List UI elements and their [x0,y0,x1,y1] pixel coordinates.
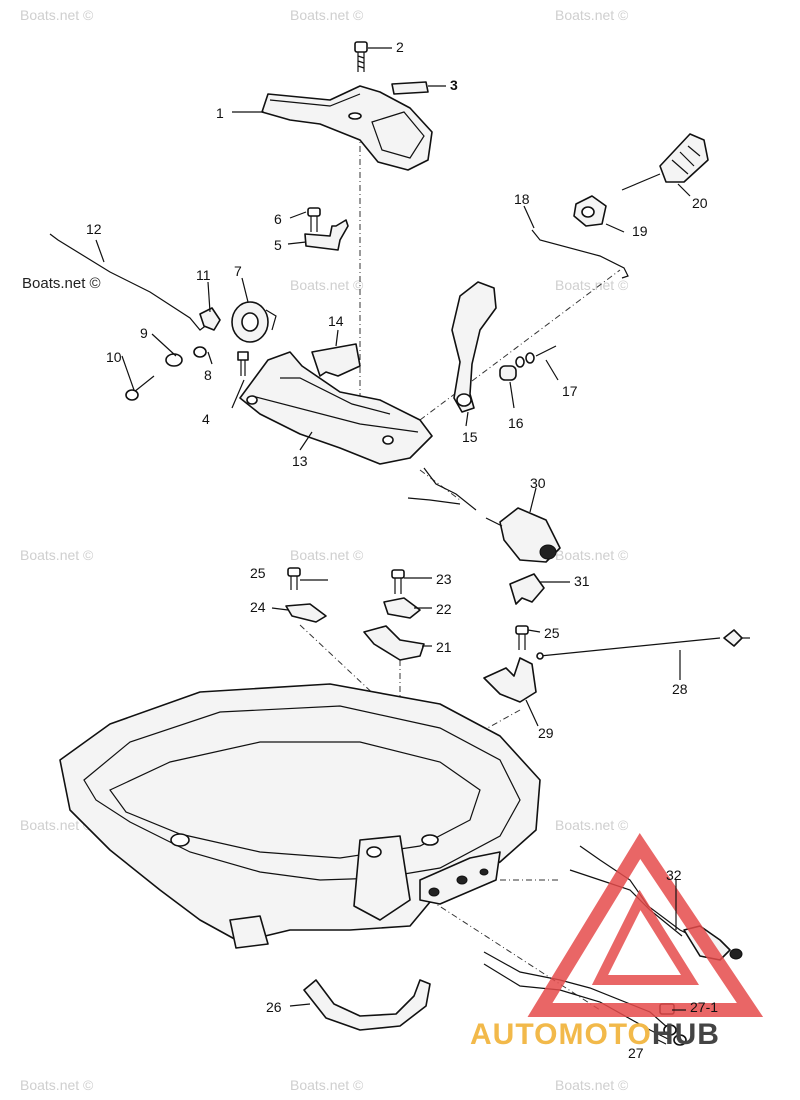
callout-30: 30 [530,475,546,491]
watermark: Boats.net © [20,1077,94,1093]
callout-9: 9 [140,325,148,341]
automotohub-logo-mark [527,833,764,1017]
callout-12: 12 [86,221,102,237]
part-23-bolt [391,569,405,594]
watermark: Boats.net © [555,547,629,563]
watermark: Boats.net © [555,1077,629,1093]
part-5-bracket [304,219,349,251]
part-24-plate [285,603,327,623]
callout-29: 29 [538,725,554,741]
callout-26: 26 [266,999,282,1015]
callout-27-1: 27-1 [690,999,718,1015]
callout-3: 3 [450,77,458,93]
watermark: Boats.net © [290,7,364,23]
callout-1: 1 [216,105,224,121]
watermark: Boats.net © [20,7,94,23]
part-14-plate [311,343,361,377]
watermark: Boats.net © [290,547,364,563]
callout-25: 25 [544,625,560,641]
part-3-pad [391,81,429,95]
callout-10: 10 [106,349,122,365]
watermark: Boats.net © [555,277,629,293]
callout-14: 14 [328,313,344,329]
callout-22: 22 [436,601,452,617]
part-7-cam [231,301,277,343]
callout-17: 17 [562,383,578,399]
part-10-bolt [125,375,155,401]
bottom-cowl [59,683,541,949]
part-17-bolt-set [515,345,557,368]
part-1-top-cover [261,85,433,171]
part-4-bolt [237,351,249,376]
part-29-bracket [483,657,537,703]
part-30-connector [407,467,561,563]
watermark: Boats.net © [555,7,629,23]
callout-23: 23 [436,571,452,587]
logo-text-part2: HUB [651,1018,720,1051]
part-13-lower-case [239,351,433,465]
callout-16: 16 [508,415,524,431]
part-15-handle [451,281,497,413]
callout-4: 4 [202,411,210,427]
watermark: Boats.net © [20,817,94,833]
automotohub-logo: AUTOMOTOHUB [470,1018,720,1052]
callout-2: 2 [396,39,404,55]
part-18-rod [531,229,629,279]
callout-18: 18 [514,191,530,207]
part-20-switch [621,133,709,191]
part-26-strap [303,979,431,1031]
callouts: 1 2 3 4 5 6 7 8 9 10 11 12 13 14 15 16 1… [86,39,718,1061]
part-19-holder [573,195,607,227]
watermark: Boats.net © [555,817,629,833]
part-9-washer [165,353,183,367]
leader-lines [95,47,691,1045]
watermark: Boats.net © [290,1077,364,1093]
callout-32: 32 [666,867,682,883]
watermark: Boats.net © [290,277,364,293]
part-25-bolt [287,567,301,590]
part-12-rod [49,233,209,331]
part-16-collar [499,365,517,381]
part-28-cable [536,629,750,660]
callout-24: 24 [250,599,266,615]
callout-21: 21 [436,639,452,655]
part-8-nut [193,346,207,358]
callout-25: 25 [250,565,266,581]
callout-15: 15 [462,429,478,445]
callout-11: 11 [196,267,211,283]
part-21-bracket [363,625,425,661]
callout-19: 19 [632,223,648,239]
part-31-clip [509,573,545,605]
callout-7: 7 [234,263,242,279]
part-22-plate [383,597,421,619]
callout-28: 28 [672,681,688,697]
callout-20: 20 [692,195,708,211]
callout-6: 6 [274,211,282,227]
watermark-dark: Boats.net © [22,275,101,292]
logo-text-part1: AUTOMOTO [470,1018,652,1051]
callout-31: 31 [574,573,590,589]
callout-8: 8 [204,367,212,383]
callout-5: 5 [274,237,282,253]
part-25-bolt [515,625,529,650]
watermark: Boats.net © [20,547,94,563]
part-2-screw [354,41,368,72]
watermarks: Boats.net © Boats.net © Boats.net © Boat… [20,7,629,1093]
callout-13: 13 [292,453,308,469]
callout-27: 27 [628,1045,644,1061]
part-6-bolt [307,207,321,232]
